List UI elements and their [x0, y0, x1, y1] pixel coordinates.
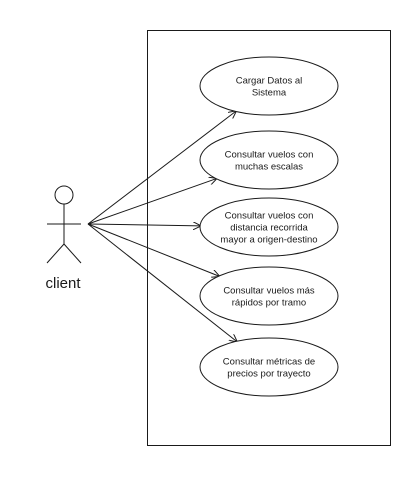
use-case-label: Cargar Datos al — [236, 76, 303, 87]
use-case-label: distancia recorrida — [230, 223, 308, 234]
actor-name: client — [45, 275, 81, 292]
association-arrow-3 — [87, 224, 200, 226]
use-case-label: mayor a origen-destino — [220, 235, 317, 246]
association-arrow-5 — [87, 223, 237, 341]
use-case-ellipse — [199, 337, 339, 397]
use-case-ellipse — [199, 56, 339, 116]
use-case-label: Sistema — [252, 88, 287, 99]
use-case-label: rápidos por tramo — [232, 298, 306, 309]
association-arrow-4 — [87, 223, 219, 276]
use-case-label: precios por trayecto — [227, 369, 310, 380]
system-boundary — [147, 30, 391, 446]
use-case-label: Consultar vuelos con — [225, 211, 314, 222]
actor-head — [54, 185, 74, 205]
use-case-ellipse — [199, 197, 339, 257]
actor-right-leg — [63, 243, 82, 264]
use-case-label: Consultar métricas de — [223, 357, 315, 368]
use-case-ellipse — [199, 266, 339, 326]
use-case-label: Consultar vuelos más — [223, 286, 315, 297]
association-arrow-2 — [87, 179, 216, 225]
use-case-ellipse — [199, 130, 339, 190]
use-case-label: Consultar vuelos con — [225, 150, 314, 161]
use-case-label: muchas escalas — [235, 162, 303, 173]
associations — [87, 111, 237, 341]
actor-left-leg — [46, 243, 65, 264]
actor-figure — [46, 185, 82, 264]
association-arrow-1 — [87, 111, 236, 225]
